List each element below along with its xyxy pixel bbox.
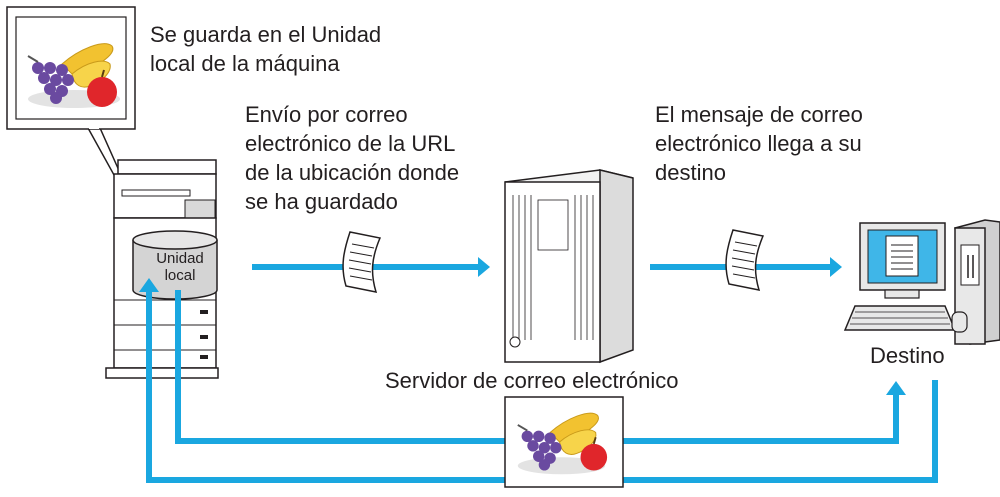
- fruit-image-icon: [504, 396, 624, 488]
- document-icon: [725, 229, 765, 291]
- fruit-image-icon: [27, 43, 120, 108]
- local-drive-label: Unidad local: [156, 250, 204, 284]
- destination-label: Destino: [870, 343, 945, 368]
- saved-note-label: Se guarda en el Unidad local de la máqui…: [150, 22, 382, 76]
- mail-server-tower-icon: [504, 169, 634, 364]
- desktop-computer-icon: [843, 219, 1000, 345]
- document-icon: [342, 231, 382, 293]
- mail-arrives-label: El mensaje de correo electrónico llega a…: [655, 102, 863, 185]
- mail-server-label: Servidor de correo electrónico: [385, 368, 679, 393]
- arrowheads: [139, 257, 906, 395]
- multifunction-printer-icon: [105, 159, 219, 379]
- send-url-label: Envío por correo electrónico de la URL d…: [245, 102, 460, 214]
